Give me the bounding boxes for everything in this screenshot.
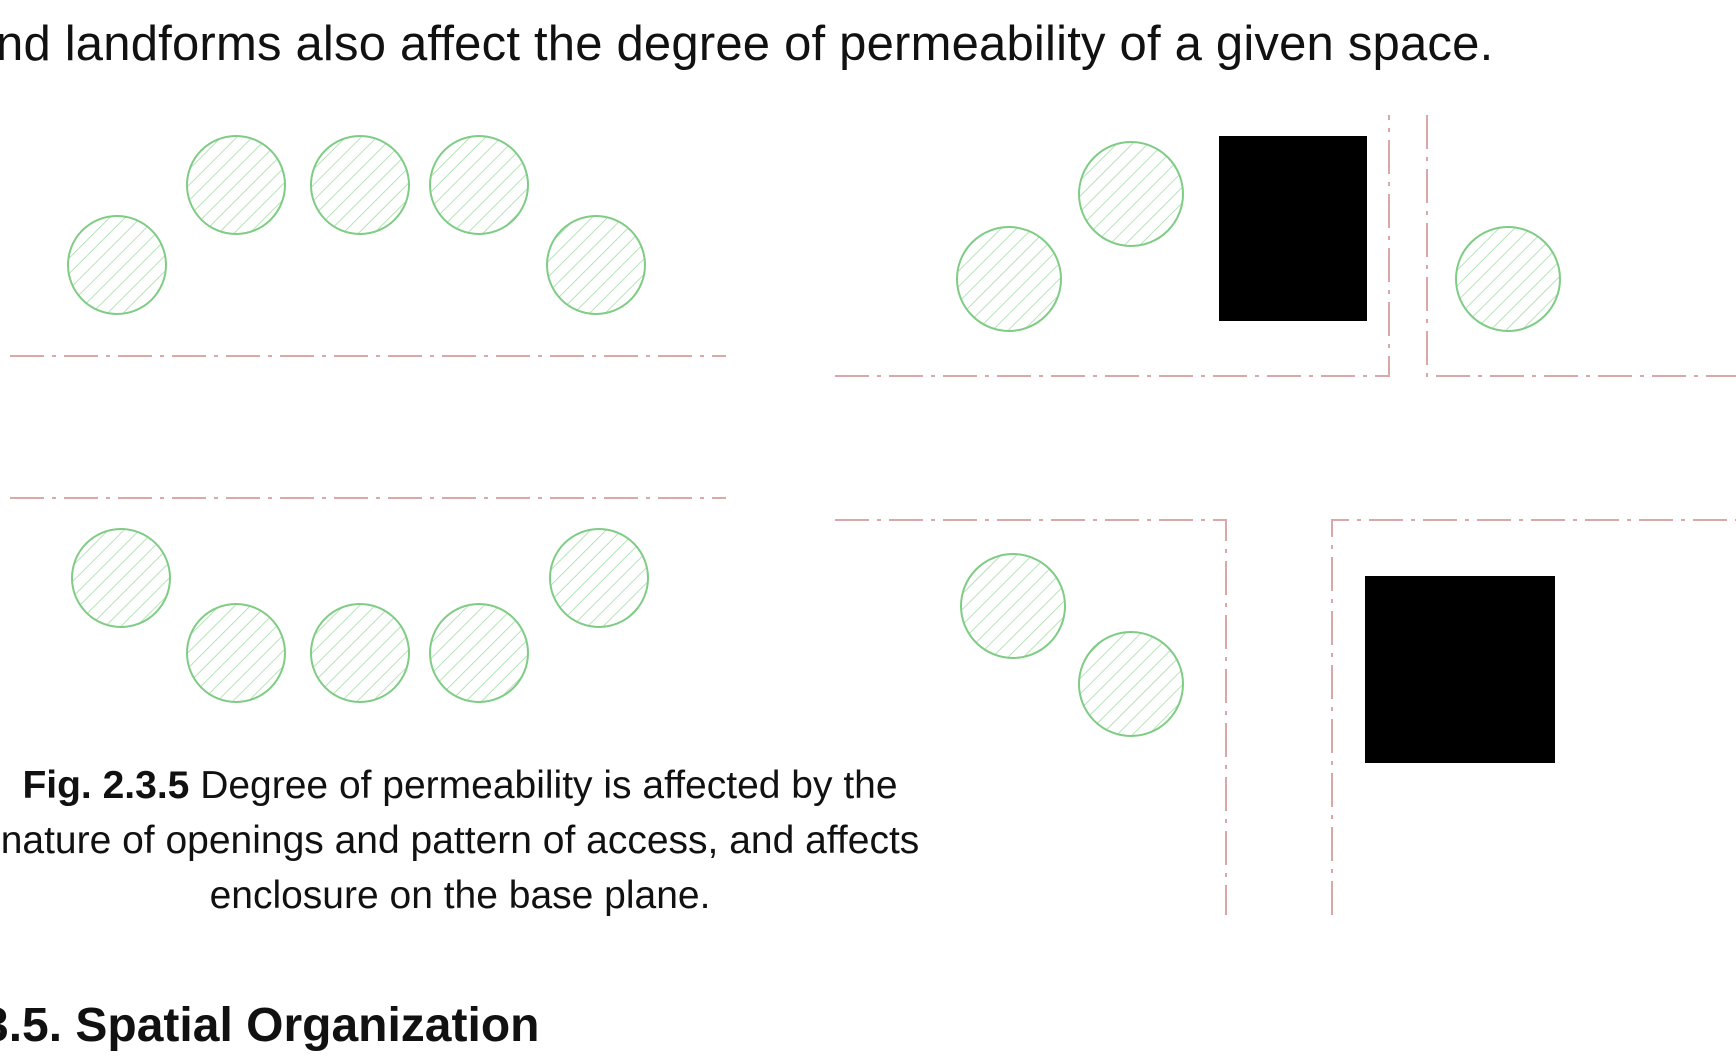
figure-label: Fig. 2.3.5 <box>22 764 190 807</box>
diagram-top-right <box>835 115 1736 377</box>
tree-icon <box>1078 141 1184 247</box>
tree-icon <box>186 135 286 235</box>
tree-icon <box>310 135 410 235</box>
figure-caption-text: Degree of permeability is affected by th… <box>0 764 920 917</box>
tree-icon <box>549 528 649 628</box>
tree-icon <box>1455 226 1561 332</box>
diagram-bottom-right <box>835 519 1736 915</box>
tree-icon <box>1078 631 1184 737</box>
tree-icon <box>429 135 529 235</box>
tree-icon <box>546 215 646 315</box>
intro-paragraph-line: nd landforms also affect the degree of p… <box>0 17 1494 71</box>
boundary-line <box>1426 115 1736 377</box>
diagram-top-left <box>10 135 726 357</box>
boundary-line <box>835 519 1227 915</box>
building <box>1365 576 1555 763</box>
diagram-bottom-left <box>10 497 726 703</box>
boundary-line <box>835 115 1390 377</box>
tree-icon <box>67 215 167 315</box>
tree-icon <box>960 553 1066 659</box>
tree-icon <box>310 603 410 703</box>
tree-icon <box>71 528 171 628</box>
tree-icon <box>429 603 529 703</box>
tree-icon <box>186 603 286 703</box>
building <box>1219 136 1367 321</box>
figure-caption: Fig. 2.3.5 Degree of permeability is aff… <box>0 758 920 923</box>
section-heading: 3.5. Spatial Organization <box>0 999 540 1052</box>
boundary-line <box>1331 519 1736 915</box>
tree-icon <box>956 226 1062 332</box>
